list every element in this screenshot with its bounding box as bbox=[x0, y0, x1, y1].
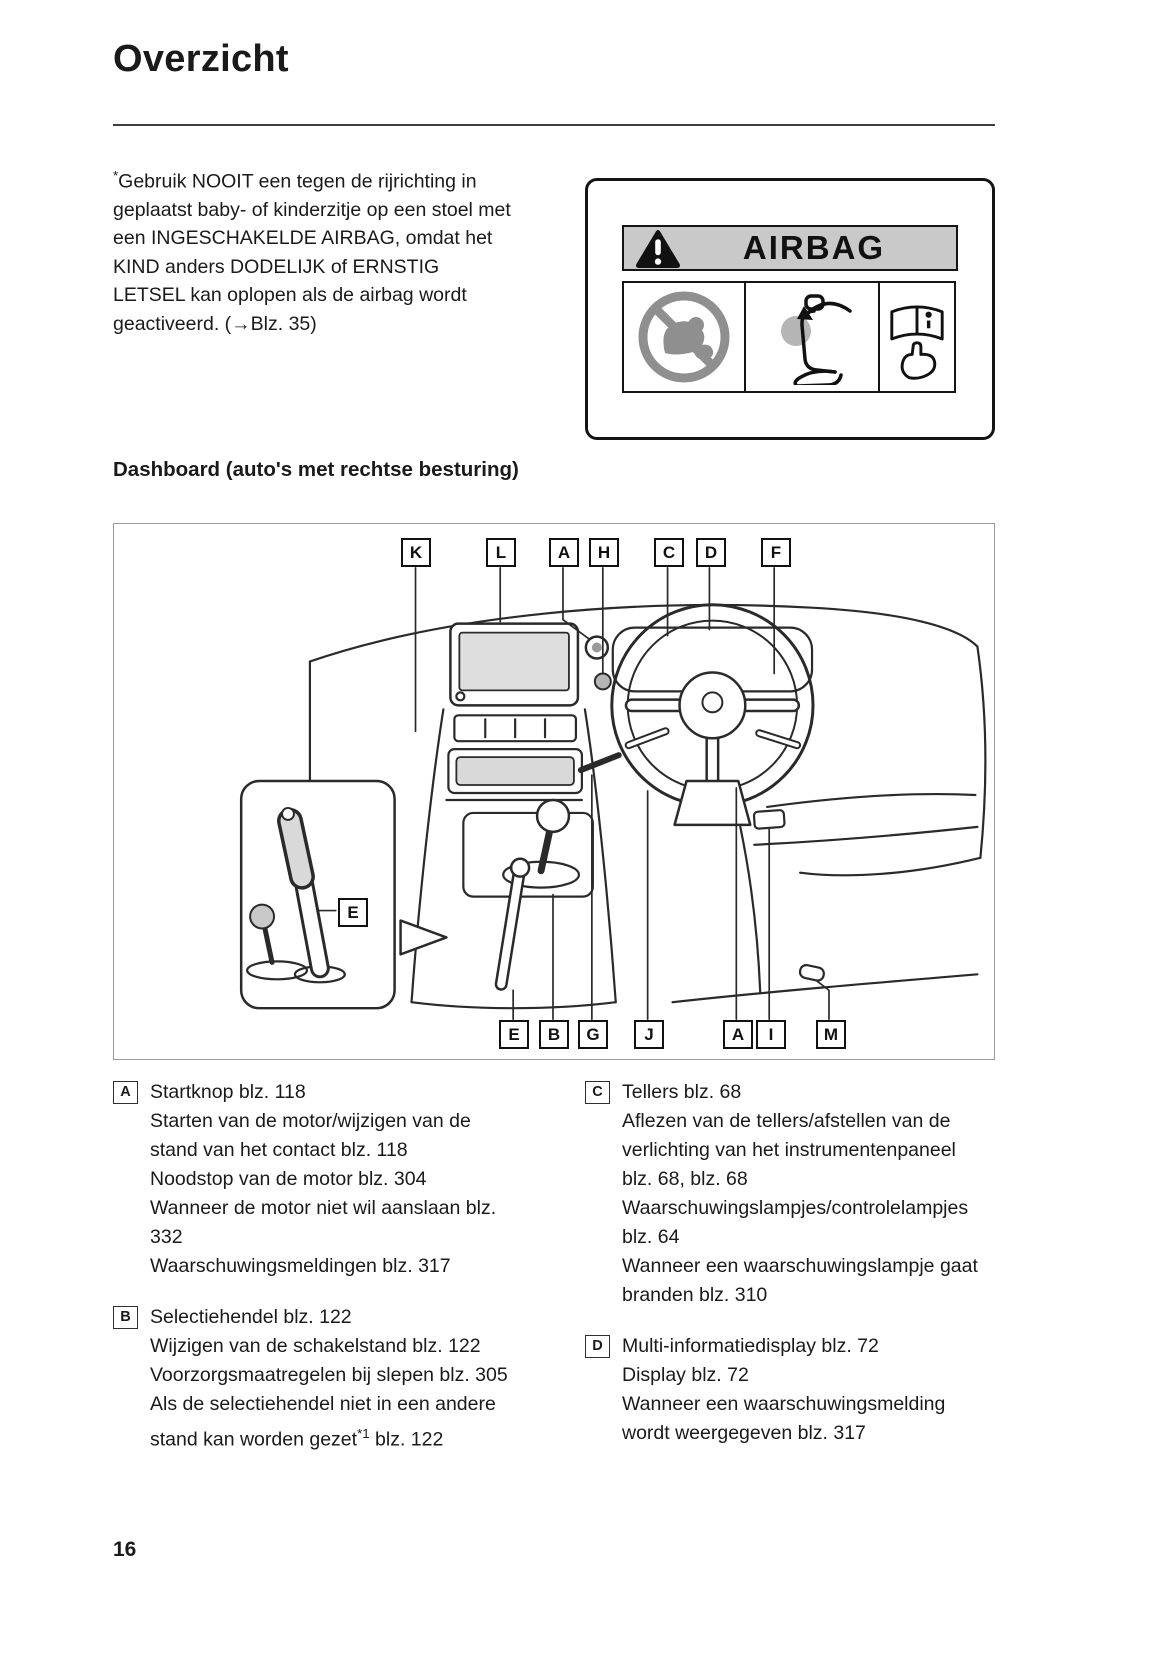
airbag-label-title: AIRBAG bbox=[742, 229, 886, 266]
owners-manual-icon bbox=[878, 281, 956, 393]
legend-title-D: Multi-informatiedisplay blz. 72 bbox=[622, 1335, 879, 1357]
legend-line: Als de selectiehendel niet in een andere… bbox=[150, 1393, 496, 1451]
footnote-marker: *1 bbox=[357, 1426, 370, 1441]
legend-column-left: A Startknop blz. 118 Starten van de moto… bbox=[113, 1078, 513, 1477]
control-knob bbox=[593, 672, 612, 691]
callout-inset-E: E bbox=[338, 898, 368, 927]
release-lever bbox=[798, 964, 825, 982]
page-title: Overzicht bbox=[113, 38, 289, 80]
callout-bottom-M: M bbox=[816, 1020, 846, 1049]
airbag-warning-label: AIRBAG bbox=[585, 178, 995, 440]
key-box-C: C bbox=[585, 1081, 610, 1104]
legend-line: Aflezen van de tellers/afstellen van de … bbox=[622, 1110, 956, 1190]
callout-top-K: K bbox=[401, 538, 431, 567]
callout-top-A: A bbox=[549, 538, 579, 567]
key-box-A: A bbox=[113, 1081, 138, 1104]
legend-column-right: C Tellers blz. 68 Aflezen van de tellers… bbox=[585, 1078, 980, 1470]
legend-line: Starten van de motor/wijzigen van de sta… bbox=[150, 1110, 471, 1161]
fuse-panel bbox=[752, 809, 786, 830]
callout-top-H: H bbox=[589, 538, 619, 567]
callout-bottom-J: J bbox=[634, 1020, 664, 1049]
legend-item-C: C Tellers blz. 68 Aflezen van de tellers… bbox=[585, 1078, 980, 1310]
callout-top-D: D bbox=[696, 538, 726, 567]
legend-title-B: Selectiehendel blz. 122 bbox=[150, 1306, 352, 1328]
handbrake-lever bbox=[277, 806, 346, 984]
navigation-display bbox=[449, 622, 580, 707]
callout-bottom-I: I bbox=[756, 1020, 786, 1049]
warning-paragraph: *Gebruik NOOIT een tegen de rijrichting … bbox=[113, 162, 513, 339]
legend-line: Wijzigen van de schakelstand blz. 122 bbox=[150, 1335, 481, 1357]
airbag-label-pictograms bbox=[622, 281, 958, 393]
callout-bottom-E: E bbox=[499, 1020, 529, 1049]
title-divider bbox=[113, 124, 995, 126]
dashboard-diagram bbox=[239, 566, 987, 1020]
key-box-D: D bbox=[585, 1335, 610, 1358]
legend-line: Waarschuwingsmeldingen blz. 317 bbox=[150, 1255, 451, 1277]
callout-bottom-G: G bbox=[578, 1020, 608, 1049]
footnote-asterisk: * bbox=[113, 167, 119, 183]
key-box-B: B bbox=[113, 1306, 138, 1329]
no-rearfacing-child-seat-icon bbox=[622, 281, 746, 393]
floor-lever bbox=[494, 857, 531, 991]
legend-item-B: B Selectiehendel blz. 122 Wijzigen van d… bbox=[113, 1303, 513, 1455]
legend-line: Wanneer een waarschuwingslampje gaat bra… bbox=[622, 1255, 978, 1306]
callout-top-C: C bbox=[654, 538, 684, 567]
legend-line: Voorzorgsmaatregelen bij slepen blz. 305 bbox=[150, 1364, 508, 1386]
section-subtitle: Dashboard (auto's met rechtse besturing) bbox=[113, 458, 519, 481]
warning-triangle-icon bbox=[636, 230, 680, 268]
air-vents bbox=[447, 714, 583, 795]
page-number: 16 bbox=[113, 1538, 137, 1561]
legend-item-A: A Startknop blz. 118 Starten van de moto… bbox=[113, 1078, 513, 1281]
warning-text: Gebruik NOOIT een tegen de rijrichting i… bbox=[113, 170, 511, 335]
gear-knob-small bbox=[246, 903, 309, 981]
inset-arrow bbox=[399, 919, 448, 956]
airbag-label-header: AIRBAG bbox=[622, 225, 958, 271]
steering-column bbox=[673, 779, 752, 827]
gear-selector bbox=[502, 798, 581, 889]
leader-lines bbox=[318, 566, 830, 1020]
legend-line: Noodstop van de motor blz. 304 bbox=[150, 1168, 427, 1190]
steering-wheel bbox=[610, 603, 815, 808]
legend-title-A: Startknop blz. 118 bbox=[150, 1081, 306, 1103]
legend-title-C: Tellers blz. 68 bbox=[622, 1081, 742, 1103]
legend-item-D: D Multi-informatiedisplay blz. 72 Displa… bbox=[585, 1332, 980, 1448]
callout-top-L: L bbox=[486, 538, 516, 567]
callout-bottom-A: A bbox=[723, 1020, 753, 1049]
stalk-levers bbox=[577, 727, 802, 774]
legend-line: Wanneer een waarschuwingsmelding wordt w… bbox=[622, 1393, 946, 1444]
seat-airbag-icon bbox=[744, 281, 880, 393]
legend-line: Display blz. 72 bbox=[622, 1364, 749, 1386]
legend-line: Wanneer de motor niet wil aanslaan blz. … bbox=[150, 1197, 497, 1248]
legend-line: Waarschuwingslampjes/controlelampjes blz… bbox=[622, 1197, 969, 1248]
handbrake-inset bbox=[239, 779, 396, 1010]
center-console bbox=[410, 708, 617, 1010]
callout-bottom-B: B bbox=[539, 1020, 569, 1049]
dashboard-figure: K L A H C D F E B G J A I M E bbox=[113, 523, 995, 1060]
callout-top-F: F bbox=[761, 538, 791, 567]
